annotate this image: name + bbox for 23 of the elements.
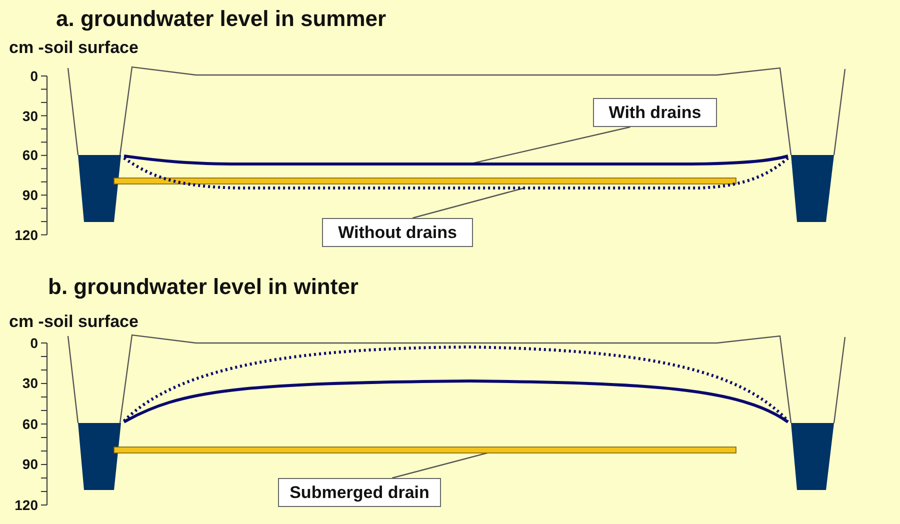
tick-label: 90 <box>22 188 38 202</box>
panel-heading: a. groundwater level in summer <box>56 8 386 30</box>
tick-label: 90 <box>22 457 38 471</box>
water-table-line <box>124 154 788 166</box>
tick-label: 120 <box>14 228 38 242</box>
drain-pipe <box>114 446 736 454</box>
callout-label: Submerged drain <box>278 478 441 507</box>
callout-label: With drains <box>593 98 717 127</box>
tick-label: 30 <box>22 109 38 123</box>
tick-label: 60 <box>22 148 38 162</box>
tick-label: 120 <box>14 498 38 512</box>
tick-label: 60 <box>22 417 38 431</box>
leader-line <box>412 187 524 219</box>
water-table-line <box>123 156 789 190</box>
water-table-line <box>123 346 790 422</box>
callout-label: Without drains <box>322 218 473 247</box>
axis-title: cm -soil surface <box>9 313 138 330</box>
tick-label: 30 <box>22 376 38 390</box>
tick-label: 0 <box>30 69 38 83</box>
axis-title: cm -soil surface <box>9 39 138 56</box>
tick-label: 0 <box>30 336 38 350</box>
leader-line <box>392 452 488 479</box>
panel-heading: b. groundwater level in winter <box>48 276 358 298</box>
